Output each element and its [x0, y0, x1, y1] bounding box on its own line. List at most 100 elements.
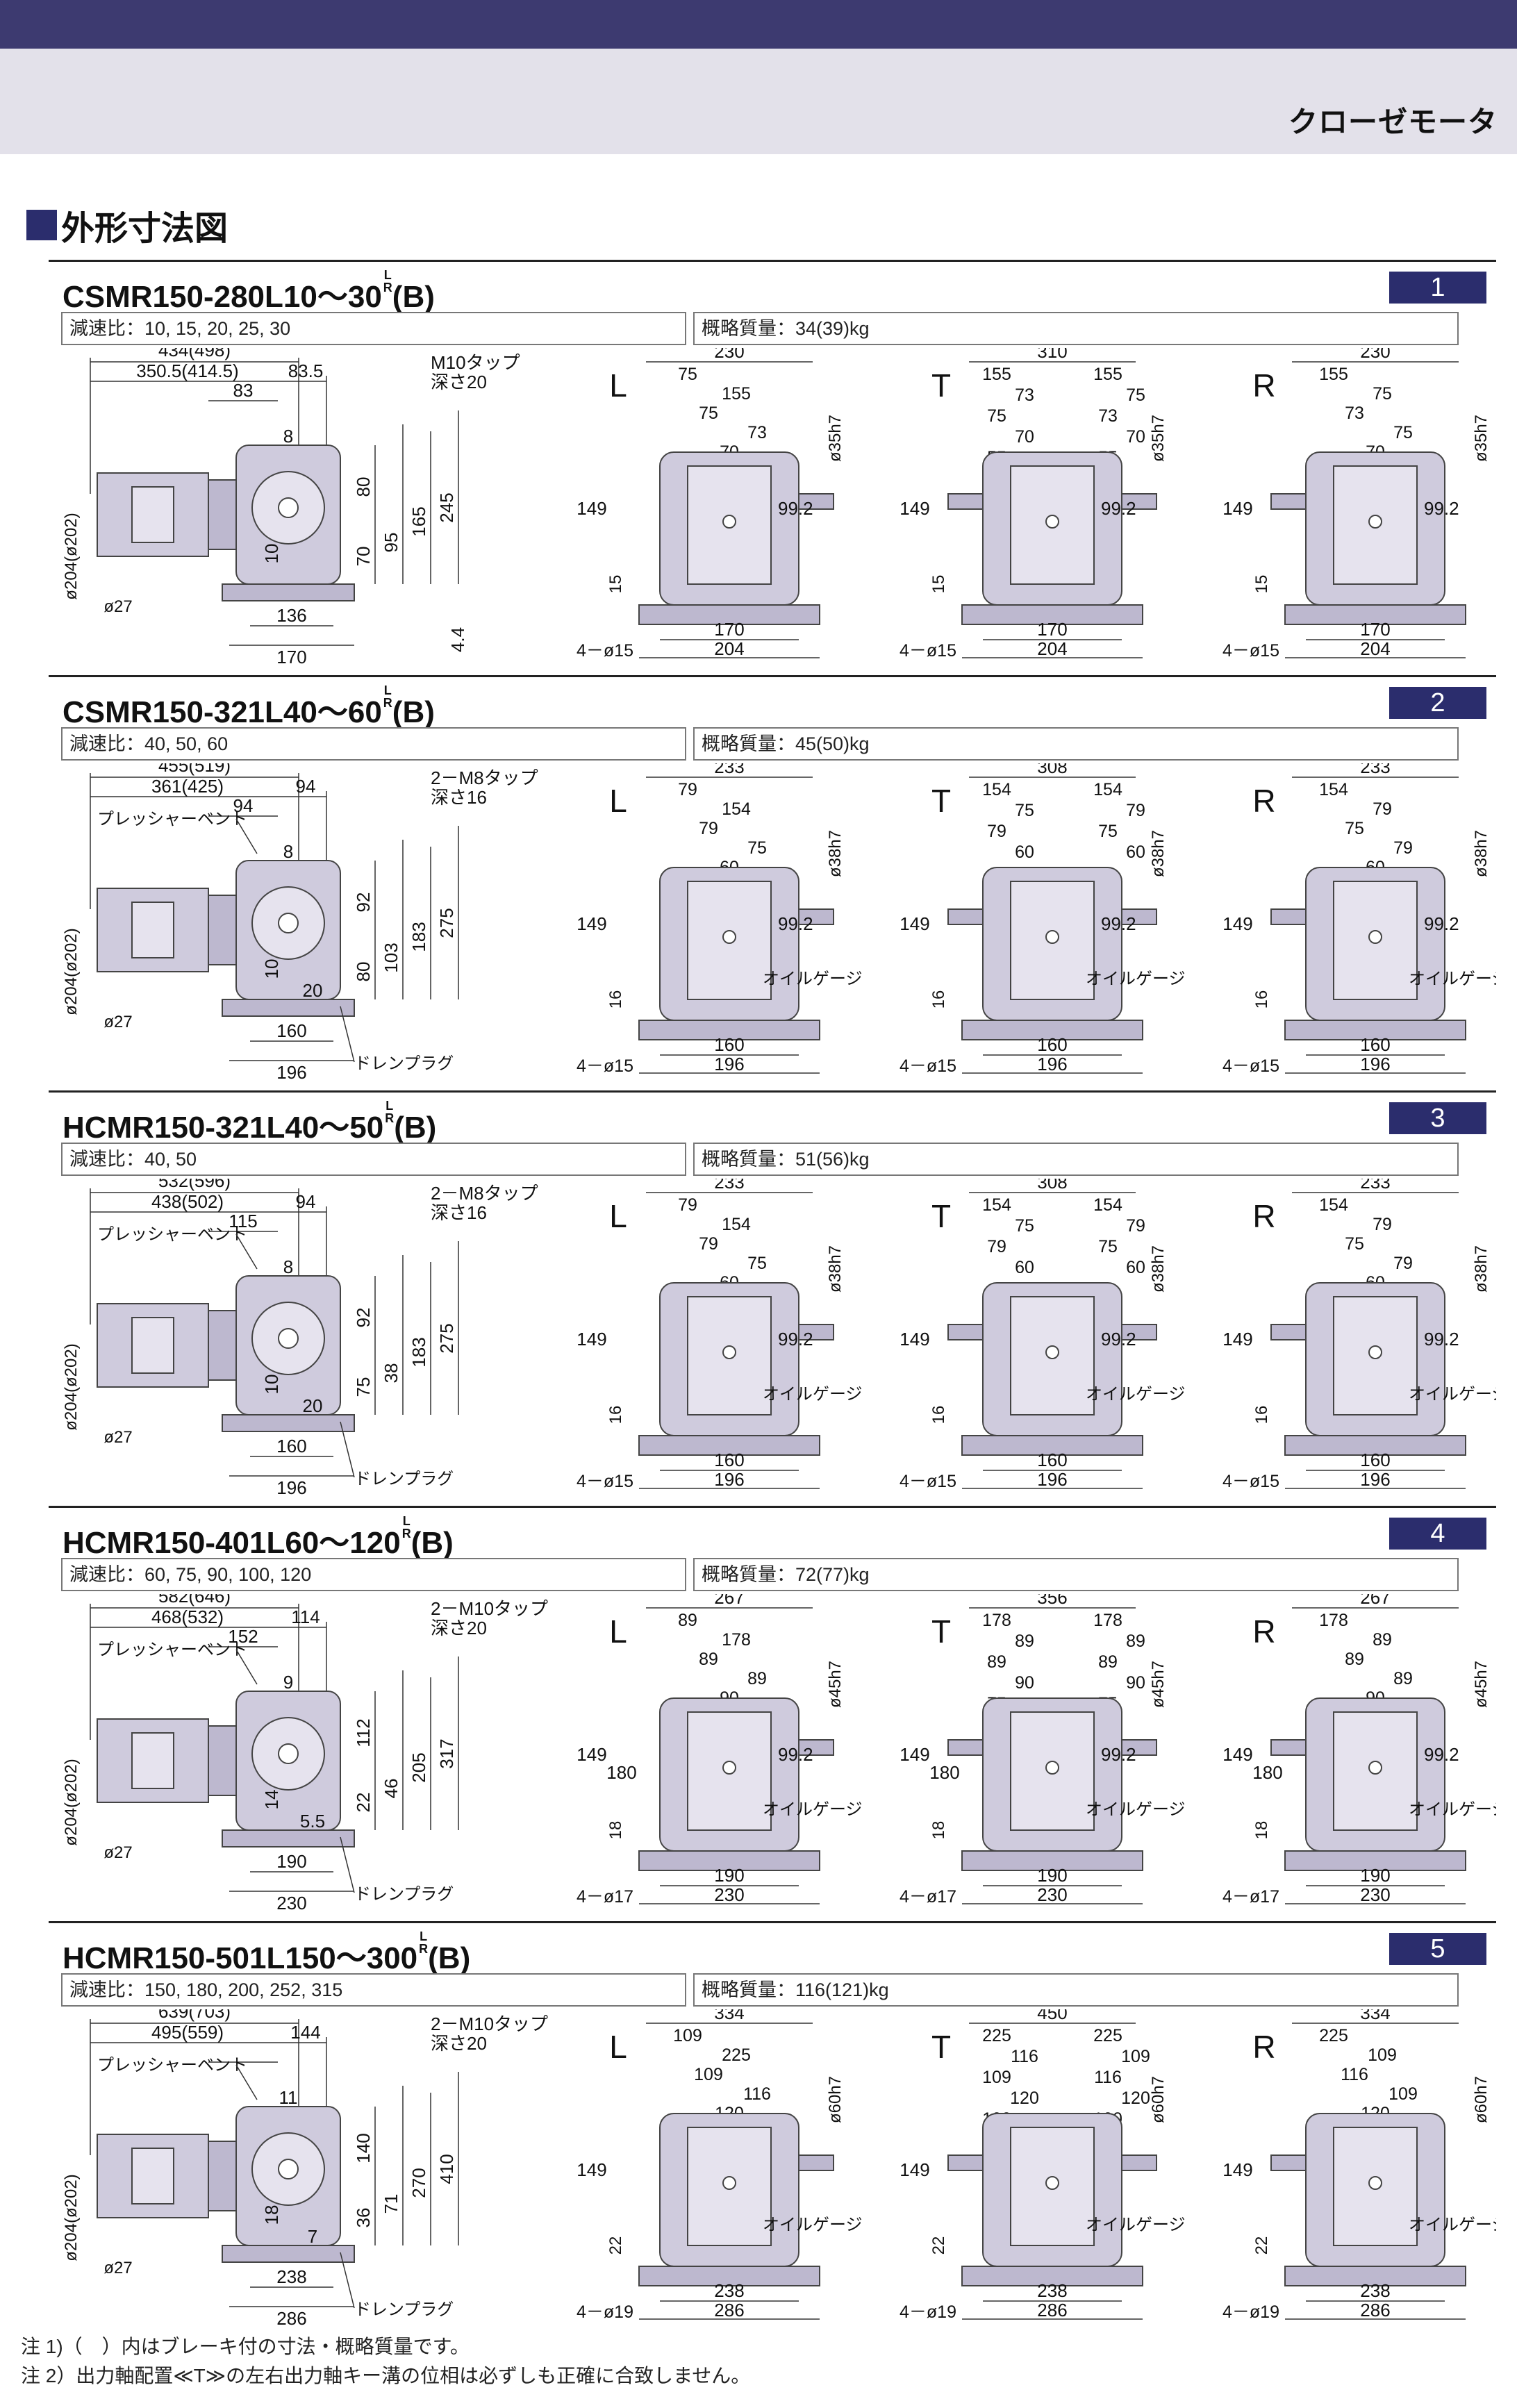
height-4-label: 183 [408, 1337, 429, 1367]
dimension-value: 75 [1393, 423, 1413, 442]
extra-dimension-2-label: 20 [303, 1395, 323, 1416]
output-shaft [947, 493, 984, 510]
base-width-2-label: 196 [1360, 1054, 1390, 1074]
case-window [687, 881, 772, 1000]
dimension-value: 89 [987, 1652, 1006, 1672]
base-width-1-label: 136 [276, 605, 306, 626]
shaft-center-mark [1368, 930, 1382, 944]
base-plate [961, 1850, 1143, 1871]
base-width-1-label: 238 [714, 2280, 744, 2301]
dimension-drawing: 532(596)438(502)941152－M8タップ深さ1681020927… [62, 1179, 1496, 1498]
foot-thickness-label: 15 [929, 575, 948, 594]
dimension-value: 116 [1094, 2068, 1122, 2087]
height-1-label: 92 [353, 1308, 374, 1328]
dimension-value: 178 [982, 1611, 1011, 1630]
drain-plug-label: ドレンプラグ [354, 1470, 454, 1488]
base-plate [1284, 1020, 1466, 1040]
dimension-value: 120 [1121, 2089, 1150, 2108]
dimension-value: 79 [678, 780, 697, 799]
model-suffix: (B) [411, 1526, 454, 1560]
dimension-value: 155 [1319, 365, 1348, 384]
dimension-value: 154 [1319, 780, 1348, 799]
dimension-value: 89 [699, 1650, 718, 1669]
front-view-t: T450225225116109109116120120100100ø60h71… [900, 2009, 1186, 2322]
base-width-2-label: 204 [1037, 638, 1067, 659]
orientation-letter: L [609, 2029, 627, 2065]
model-name: CSMR150-321L40～60 [63, 695, 382, 729]
base-width-1-label: 160 [1037, 1450, 1067, 1470]
mount-holes-label: 4－ø15 [1222, 1472, 1279, 1491]
approx-mass: 概略質量：34(39)kg [693, 312, 1459, 345]
base-width-1-label: 190 [1360, 1865, 1390, 1886]
oil-gauge-label: オイルゲージ [1086, 2216, 1186, 2234]
dimension-value: 89 [1345, 1650, 1364, 1669]
top-width-label: 356 [1037, 1594, 1067, 1608]
base-width-2-label: 204 [1360, 638, 1390, 659]
base-width-1-label: 190 [1037, 1865, 1067, 1886]
base-plate [961, 1435, 1143, 1456]
offset-label: 99.2 [1101, 1744, 1136, 1765]
shaft-diameter-label: ø38h7 [1149, 1245, 1168, 1293]
mount-holes-label: 4－ø17 [1222, 1887, 1279, 1907]
dimension-value: 75 [1098, 1237, 1118, 1256]
front-view-r: R23315479757960ø38h714999.2161601964－ø15… [1222, 1179, 1496, 1491]
dimension-value: 155 [982, 365, 1011, 384]
center-distance-label: 94 [233, 795, 254, 816]
front-view-r: R23315479757960ø38h714999.2161601964－ø15… [1222, 763, 1496, 1076]
body-length-label: 350.5(414.5) [136, 360, 238, 381]
center-distance-label: 83 [233, 380, 254, 401]
oil-gauge-label: オイルゲージ [1086, 1800, 1186, 1819]
output-shaft [1121, 908, 1157, 925]
dimension-value: 109 [694, 2065, 723, 2084]
terminal-box [131, 902, 174, 958]
overall-length-label: 639(703) [158, 2009, 231, 2022]
dimension-value: 70 [1126, 427, 1145, 447]
top-width-label: 233 [714, 763, 744, 777]
mount-holes-label: 4－ø15 [577, 641, 633, 661]
front-view-t: T3561781788989898990907575ø45h714918099.… [900, 1594, 1186, 1907]
mount-holes-label: 4－ø17 [900, 1887, 956, 1907]
height-2-label: 36 [353, 2208, 374, 2228]
right-length-label: 144 [290, 2022, 320, 2043]
reduction-ratio: 減速比：150, 180, 200, 252, 315 [61, 1973, 686, 2007]
base-width-1-label: 160 [714, 1450, 744, 1470]
base-foot [222, 583, 355, 601]
side-view: 455(519)361(425)94942－M8タップ深さ16810209280… [62, 763, 538, 1083]
panel-number-badge: 5 [1389, 1933, 1486, 1965]
height-149-label: 149 [1222, 1744, 1252, 1765]
shaft-center-mark [1045, 1761, 1059, 1775]
pressure-vent-label: プレッシャーベント [97, 2056, 247, 2075]
shaft-bore [278, 1328, 299, 1349]
tap-depth-label: 深さ20 [431, 372, 487, 392]
dimension-value: 75 [1098, 822, 1118, 841]
output-shaft [798, 908, 834, 925]
height-1-label: 112 [353, 1718, 374, 1747]
small-dimension-label: 8 [283, 841, 293, 862]
dimension-value: 109 [1121, 2047, 1150, 2066]
right-length-label: 83.5 [288, 360, 324, 381]
output-shaft [947, 2154, 984, 2171]
oil-gauge-label: オイルゲージ [1409, 1800, 1496, 1819]
drain-plug-label: ドレンプラグ [354, 2300, 454, 2319]
oil-gauge-label: オイルゲージ [1086, 1385, 1186, 1404]
base-plate [638, 2266, 820, 2286]
base-width-2-label: 196 [1360, 1469, 1390, 1490]
dimension-value: 109 [673, 2026, 702, 2045]
front-view-l: L23379154797560ø38h714999.2161601964－ø15… [577, 763, 863, 1076]
motor-diameter-label: ø204(ø202) [62, 1343, 81, 1430]
small-dimension-label: 8 [283, 426, 293, 447]
orientation-letter: R [1252, 2029, 1275, 2065]
overall-length-label: 434(498) [158, 348, 231, 360]
top-width-label: 334 [1360, 2009, 1390, 2023]
dimension-value: 178 [1093, 1611, 1122, 1630]
top-width-label: 310 [1037, 348, 1067, 362]
category-band [0, 49, 1517, 154]
dimension-value: 60 [1126, 1258, 1145, 1277]
dimension-value: 178 [722, 1630, 751, 1650]
extra-dimension-label: 10 [261, 544, 282, 564]
tap-label: 2－M8タップ [431, 767, 538, 788]
shaft-center-mark [722, 1345, 736, 1359]
side-view: 582(646)468(532)1141522－M10タップ深さ209145.5… [62, 1594, 548, 1913]
height-3-label: 46 [381, 1779, 401, 1799]
